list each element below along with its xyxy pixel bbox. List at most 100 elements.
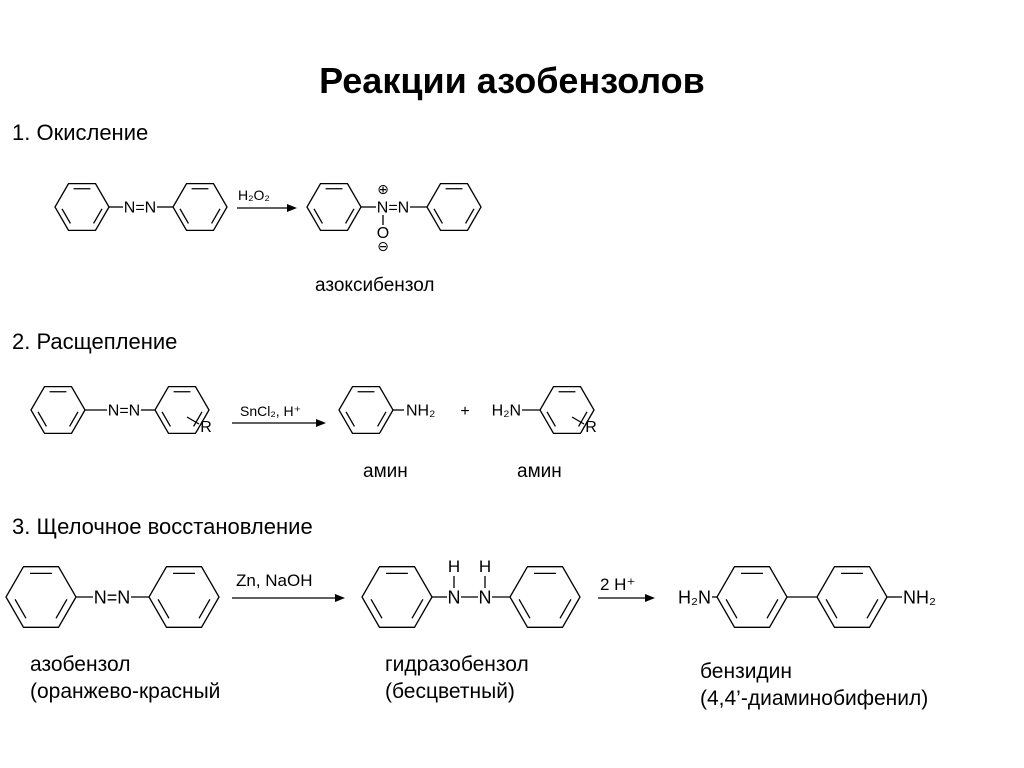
ring-double-bond (345, 208, 355, 224)
amino-group-right: NH₂ (903, 588, 936, 608)
oxidation-reaction: N=N H₂O₂ N=N ⊕ O ⊖ (54, 182, 482, 255)
cleavage-reaction: N=N R SnCl₂, H⁺ NH₂ + H₂N R (30, 385, 597, 436)
reactant-note: (оранжево-красный (30, 680, 220, 703)
ring-double-bond (578, 411, 588, 427)
slide-title: Реакции азобензолов (319, 60, 705, 101)
ring-double-bond (161, 411, 171, 427)
ring-outline (172, 182, 228, 232)
section-cleavage-heading: 2. Расщепление (12, 329, 177, 354)
azo-group: N=N (124, 200, 156, 217)
ring-double-bond (345, 411, 355, 427)
ring-outline (148, 566, 220, 628)
ring-outline (306, 182, 362, 232)
benzene-ring (338, 385, 394, 435)
intermediate-name-hydrazobenzene: гидразобензол (385, 653, 529, 676)
ring-outline (539, 385, 595, 435)
ring-double-bond (825, 599, 838, 619)
reaction-arrow-head (287, 204, 297, 212)
benzene-ring (361, 566, 433, 628)
positive-charge-icon: ⊕ (377, 182, 389, 198)
amino-group: H₂N (492, 403, 521, 420)
section-oxidation-heading: 1. Окисление (12, 120, 148, 145)
nitrogen-atom-left: N (448, 588, 461, 608)
ring-double-bond (559, 599, 572, 619)
ring-outline (5, 566, 77, 628)
benzene-ring (30, 385, 86, 435)
ring-outline (426, 182, 482, 232)
product-name-azoxybenzene: азоксибензол (315, 275, 435, 296)
benzene-ring (172, 182, 228, 232)
substituted-benzene-ring (154, 385, 210, 435)
ring-double-bond (725, 599, 738, 619)
benzene-ring (426, 182, 482, 232)
substituted-benzene-ring (539, 385, 595, 435)
ring-double-bond (411, 599, 424, 619)
ring-double-bond (313, 208, 323, 224)
oxygen-atom: O (377, 225, 389, 242)
ring-double-bond (193, 411, 203, 427)
substituent-bond (186, 416, 200, 425)
ring-double-bond (433, 208, 443, 224)
ring-outline (54, 182, 110, 232)
ring-double-bond (370, 599, 383, 619)
benzene-ring (54, 182, 110, 232)
azo-group: N=N (94, 588, 131, 608)
reaction-arrow-head (645, 594, 655, 602)
ring-double-bond (518, 599, 531, 619)
ring-double-bond (377, 411, 387, 427)
section-reduction-heading: 3. Щелочное восстановление (12, 514, 313, 539)
ring-outline (509, 566, 581, 628)
ring-outline (361, 566, 433, 628)
reagent-label: SnCl₂, H⁺ (240, 403, 301, 419)
ring-double-bond (157, 599, 170, 619)
ring-double-bond (546, 411, 556, 427)
ring-double-bond (93, 208, 103, 224)
reaction-arrow-head (316, 419, 326, 427)
ring-double-bond (14, 599, 27, 619)
ring-double-bond (55, 599, 68, 619)
ring-outline (154, 385, 210, 435)
ring-outline (816, 566, 888, 628)
amino-group: NH₂ (406, 403, 435, 420)
reagent-label: H₂O₂ (238, 187, 270, 203)
ring-double-bond (179, 208, 189, 224)
ring-outline (338, 385, 394, 435)
benzene-ring (5, 566, 77, 628)
azoxy-group: N=N (377, 200, 409, 217)
reaction-arrow-head (335, 594, 345, 602)
benzene-ring (148, 566, 220, 628)
ring-double-bond (61, 208, 71, 224)
azo-group: N=N (108, 403, 140, 420)
reagent-label: Zn, NaOH (236, 571, 313, 590)
substituent-r: R (585, 419, 597, 436)
product-name-amine-1: амин (363, 461, 408, 482)
ring-double-bond (211, 208, 221, 224)
plus-sign: + (460, 403, 469, 420)
ring-double-bond (465, 208, 475, 224)
amino-group-left: H₂N (678, 588, 711, 608)
benzene-ring (509, 566, 581, 628)
ring-double-bond (198, 599, 211, 619)
substituent-r: R (200, 419, 212, 436)
ring-double-bond (69, 411, 79, 427)
benzene-ring (716, 566, 788, 628)
ring-outline (30, 385, 86, 435)
intermediate-note: (бесцветный) (385, 680, 515, 703)
negative-charge-icon: ⊖ (377, 239, 389, 255)
ring-double-bond (866, 599, 879, 619)
reagent-label-2: 2 H⁺ (600, 575, 635, 594)
ring-double-bond (37, 411, 47, 427)
hydrogen-atom-left: H (448, 557, 460, 576)
ring-outline (716, 566, 788, 628)
product-name-benzidine: бензидин (700, 660, 792, 683)
nitrogen-atom-right: N (479, 588, 492, 608)
reduction-reaction: N=N Zn, NaOH N N H H 2 H⁺ H₂N NH₂ (5, 557, 936, 628)
reactant-name-azobenzene: азобензол (30, 653, 130, 676)
product-name-amine-2: амин (517, 461, 562, 482)
benzene-ring (306, 182, 362, 232)
ring-double-bond (766, 599, 779, 619)
product-note: (4,4’-диаминобифенил) (700, 687, 928, 710)
hydrogen-atom-right: H (479, 557, 491, 576)
substituent-bond (571, 416, 585, 425)
